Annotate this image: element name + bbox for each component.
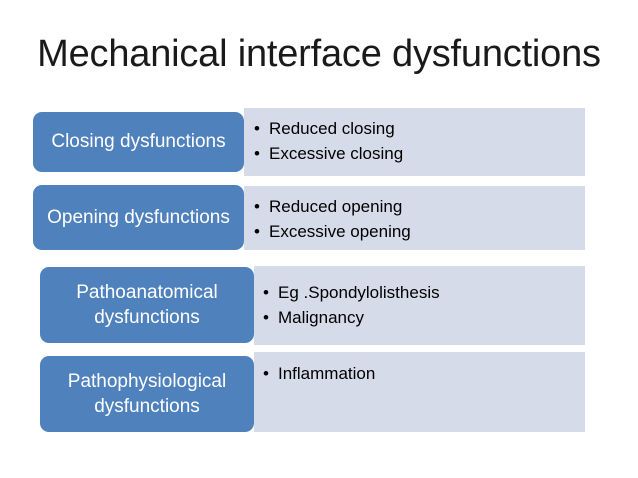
- bullet-text: Malignancy: [278, 308, 364, 327]
- list-item: • Malignancy: [262, 305, 440, 330]
- category-label-1-text: Closing dysfunctions: [51, 131, 226, 152]
- bullet-icon: •: [263, 364, 269, 383]
- category-label-4[interactable]: Pathophysiological dysfunctions: [40, 356, 254, 432]
- category-label-3-text: Pathoanatomical dysfunctions: [76, 282, 218, 328]
- arrow-band-2: [244, 186, 585, 250]
- bullet-icon: •: [263, 308, 269, 327]
- bullet-icon: •: [254, 222, 260, 241]
- category-label-1[interactable]: Closing dysfunctions: [33, 112, 244, 172]
- list-item: • Eg .Spondylolisthesis: [262, 280, 440, 305]
- list-item: • Reduced closing: [253, 116, 403, 141]
- list-item: • Excessive opening: [253, 219, 411, 244]
- category-label-3[interactable]: Pathoanatomical dysfunctions: [40, 267, 254, 343]
- bullet-icon: •: [254, 197, 260, 216]
- bullet-text: Excessive opening: [269, 222, 411, 241]
- bullet-text: Inflammation: [278, 364, 376, 383]
- arrow-band-1: [244, 108, 585, 176]
- bullet-icon: •: [254, 119, 260, 138]
- bullet-icon: •: [263, 283, 269, 302]
- list-item: • Inflammation: [262, 361, 375, 386]
- bullet-list-2: • Reduced opening • Excessive opening: [253, 194, 411, 244]
- bullet-text: Reduced opening: [269, 197, 403, 216]
- bullet-list-4: • Inflammation: [262, 361, 375, 386]
- category-label-4-text: Pathophysiological dysfunctions: [67, 371, 227, 417]
- arrow-band-3: [254, 266, 585, 345]
- list-item: • Reduced opening: [253, 194, 411, 219]
- list-item: • Excessive closing: [253, 141, 403, 166]
- bullet-text: Eg .Spondylolisthesis: [278, 283, 440, 302]
- category-label-2-text: Opening dysfunctions: [47, 207, 230, 228]
- page-title: Mechanical interface dysfunctions: [37, 33, 601, 75]
- arrow-band-4: [254, 352, 585, 432]
- bullet-text: Reduced closing: [269, 119, 395, 138]
- category-label-2[interactable]: Opening dysfunctions: [33, 185, 244, 250]
- bullet-icon: •: [254, 144, 260, 163]
- bullet-list-1: • Reduced closing • Excessive closing: [253, 116, 403, 166]
- bullet-text: Excessive closing: [269, 144, 404, 163]
- bullet-list-3: • Eg .Spondylolisthesis • Malignancy: [262, 280, 440, 330]
